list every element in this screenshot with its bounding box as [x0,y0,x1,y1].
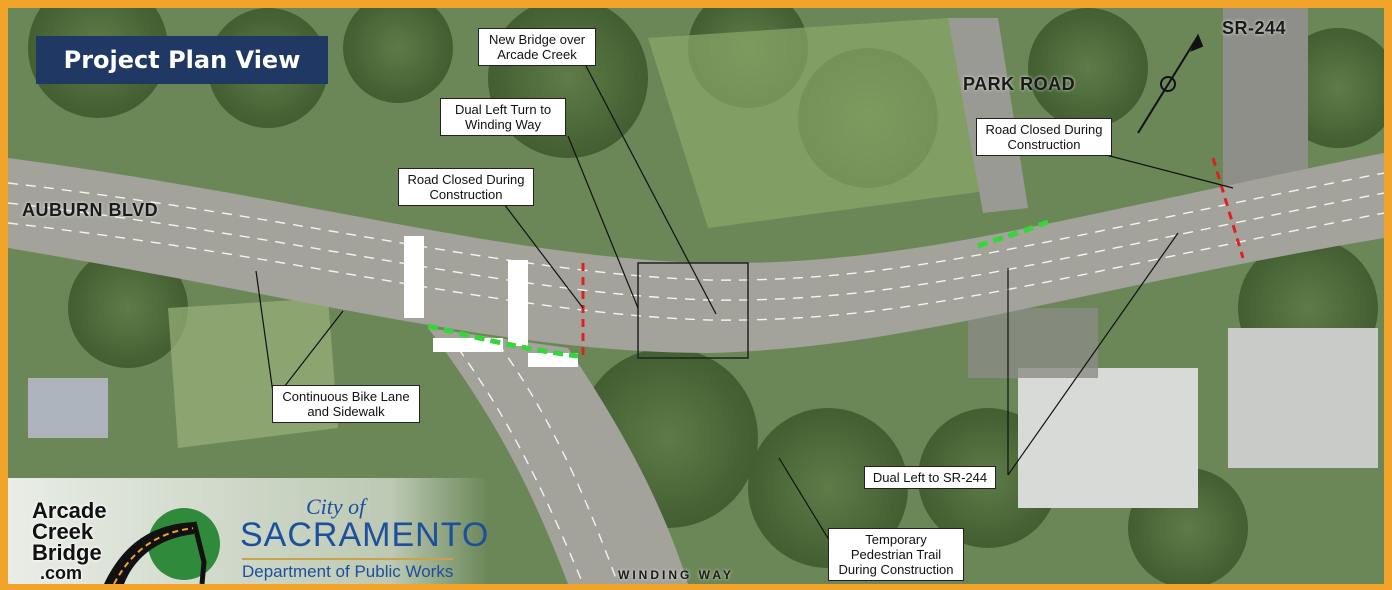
department-text: Department of Public Works [242,558,454,582]
callout-dual-left-sr244: Dual Left to SR-244 [864,466,996,489]
road-label-auburn-blvd: AUBURN BLVD [22,200,159,220]
auburn-blvd-pavement [8,153,1384,353]
logo-line: Bridge [32,540,102,565]
callout-line: Road Closed During [407,172,525,187]
callout-ped-trail: Temporary Pedestrian Trail During Constr… [828,528,964,581]
callout-line: and Sidewalk [307,404,385,419]
callout-line: Dual Left to SR-244 [872,470,988,485]
callout-line: Arcade Creek [497,47,577,62]
arcade-creek-bridge-logo: Arcade Creek Bridge .com [32,500,107,584]
callout-road-closed-right: Road Closed During Construction [976,118,1112,156]
callout-dual-left-winding: Dual Left Turn to Winding Way [440,98,566,136]
callout-line: Dual Left Turn to [454,102,552,117]
callout-line: Road Closed During [985,122,1103,137]
callout-leaders [255,65,1234,559]
park-lawn [648,18,1008,228]
city-of-text: City of [306,494,366,519]
road-label-park-road: PARK ROAD [963,74,1076,94]
road-label-winding-way: WINDING WAY [618,568,734,582]
logo-line: .com [40,563,83,583]
building-1 [1018,368,1198,508]
callout-line: Pedestrian Trail [850,547,942,562]
logo-backdrop [8,478,488,584]
winding-way-pavement [428,328,688,584]
sacramento-text: SACRAMENTO [240,516,490,554]
house-1 [28,378,108,438]
new-bridge-outline [637,262,749,359]
bridge-logo-icon [104,508,220,584]
lawn-left [168,298,338,448]
road-closure-markers [581,157,1245,358]
parking-lot [968,308,1098,378]
building-2 [1228,328,1378,468]
callout-new-bridge: New Bridge over Arcade Creek [478,28,596,66]
north-arrow-icon [1137,33,1204,134]
road-label-sr244: SR-244 [1222,18,1287,38]
callout-line: Construction [429,187,503,202]
sr244-pavement [1223,8,1308,188]
bike-lane-markers [427,217,1054,359]
callout-road-closed-left: Road Closed During Construction [398,168,534,206]
logo-line: Creek [32,519,94,544]
callout-bike-lane: Continuous Bike Lane and Sidewalk [272,385,420,423]
callout-line: Winding Way [464,117,542,132]
logo-line: Arcade [32,498,107,523]
callout-line: Temporary [865,532,927,547]
callout-line: During Construction [838,562,954,577]
park-road-pavement [948,18,1028,213]
callout-line: New Bridge over [488,32,586,47]
callout-line: Construction [1007,137,1081,152]
crosswalks [404,236,578,367]
page-title: Project Plan View [36,36,328,84]
callout-line: Continuous Bike Lane [282,389,410,404]
